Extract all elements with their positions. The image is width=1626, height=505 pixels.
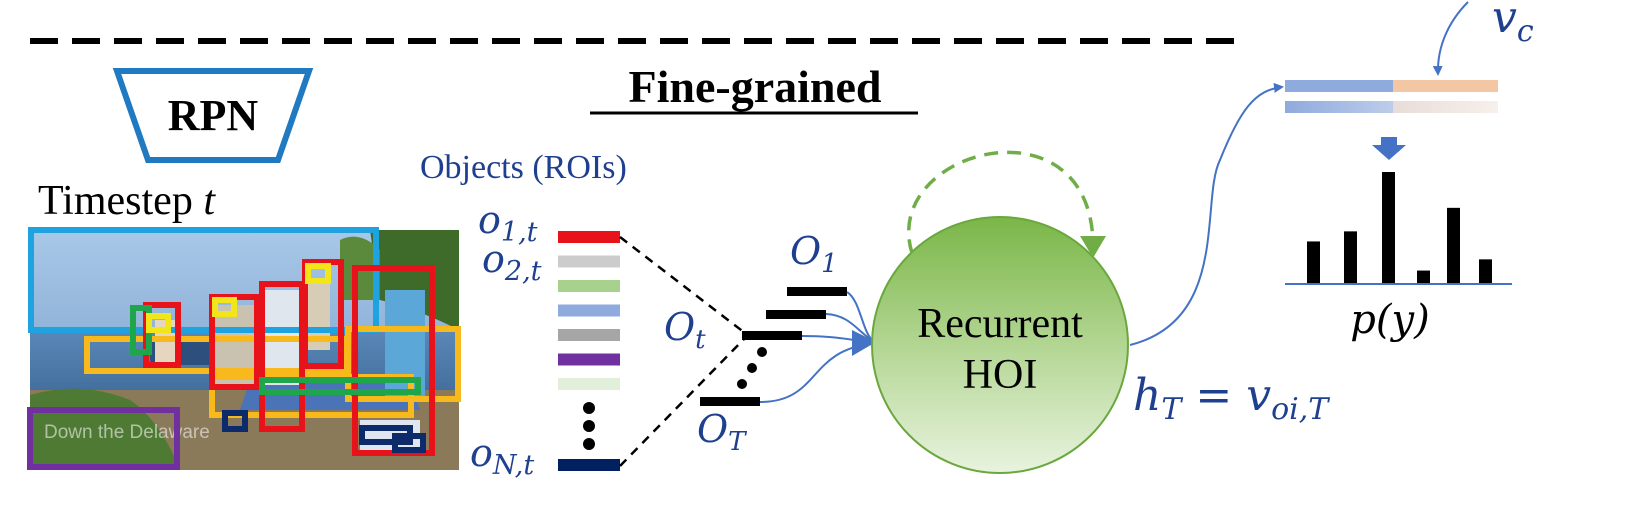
flow-curve [825,313,873,341]
histogram-bar [1417,270,1430,284]
rpn-label: RPN [168,91,259,140]
recurrence-loop [907,150,1095,254]
context-arrow [1432,1,1469,76]
flow-curve [846,291,873,341]
object-label-first: o1,t [478,198,538,248]
timestep-label: Timestep t [38,178,216,224]
photo-caption: Down the Delaware [44,422,210,443]
roi-feature-bar [558,353,620,366]
recurrence-loop-arrowhead [1080,236,1106,258]
sequence-bar-o1 [787,287,847,296]
dashed-connector [619,337,746,467]
feature-bar-fused-tail [1393,101,1498,113]
ellipsis-dot [583,402,595,414]
detection-box-navy [392,433,426,453]
detection-box-green [259,377,421,395]
recurrent-hoi-node [871,216,1129,474]
detection-box-yellow [146,313,171,333]
histogram-bar [1344,231,1357,284]
context-vector-label: vc [1492,0,1534,49]
roi-feature-bar [558,304,620,317]
sequence-label-oT: OT [697,407,747,457]
sequence-bar [766,310,826,319]
recurrent-label-line1: Recurrent [917,301,1083,347]
output-distribution-label: p(y) [1350,297,1429,343]
roi-feature-bar [558,280,620,292]
roi-feature-bar [558,378,620,390]
feature-bar-context [1393,80,1498,92]
frame-photo: Down the Delaware [27,227,461,470]
detection-box-yellow [212,297,237,317]
detection-box-red [302,259,344,369]
detection-box-cyan [28,227,379,333]
detection-box-orange [345,326,461,402]
recurrent-label-line2: HOI [963,352,1038,398]
output-histogram [1307,172,1492,284]
sequence-label-o1: O1 [790,229,838,279]
detection-box-yellow [305,263,331,284]
timestep-var: t [203,178,216,224]
input-arrowhead [852,330,876,356]
ellipsis-dot [583,420,595,432]
histogram-bar [1382,172,1395,284]
roi-feature-bar [558,231,620,243]
timestep-word: Timestep [38,178,193,224]
histogram-bar [1479,259,1492,284]
hidden-state-equation: hT = voi,T [1133,370,1330,427]
ellipsis-dot [757,347,767,357]
ellipsis-dot [583,438,595,450]
feature-bar-hidden [1285,80,1393,92]
roi-stack [558,231,620,471]
objects-label: Objects (ROIs) [420,149,627,186]
sequence-label-ot: Ot [664,305,706,355]
output-curve [1129,82,1284,346]
sequence-bars [700,287,847,406]
sequence-bar-oT [700,397,760,406]
roi-feature-bar-last [558,459,620,471]
ellipsis-dot [737,379,747,389]
detection-box-purple [27,407,180,470]
detection-box-navy [222,410,248,432]
dashed-connector [619,236,746,334]
histogram-bar [1307,241,1320,284]
roi-feature-bar [558,329,620,341]
sequence-bar-ot [742,331,802,340]
roi-feature-bar [558,255,620,268]
object-label-second: o2,t [482,237,542,287]
down-arrow-icon [1372,137,1406,160]
ellipsis-dot [747,363,757,373]
rpn-block: RPN [112,68,314,163]
section-title: Fine-grained [629,61,882,112]
object-label-last: oN,t [470,431,534,481]
histogram-bar [1447,207,1460,284]
